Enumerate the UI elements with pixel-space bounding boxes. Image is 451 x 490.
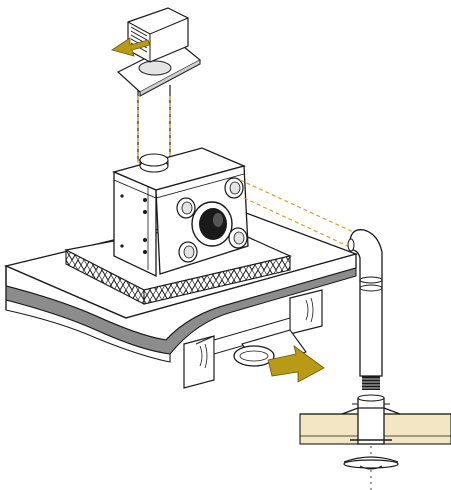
intake-duct [233,329,325,383]
ceiling-board [299,394,451,445]
unit-top-spigot [139,153,169,173]
flex-connector [362,376,380,390]
unit-fixings [120,194,147,254]
port-lower-right [228,227,248,249]
roof-terminal [111,7,202,161]
exhaust-arrow-icon [111,37,151,57]
ceiling-valve-disc [343,446,399,490]
intake-arrow-icon [267,345,325,383]
unit-ports [176,177,248,263]
ventilation-unit [112,147,249,278]
floor-joists [183,289,323,389]
joist-left [183,335,215,389]
port-upper-right [224,177,244,199]
port-upper-left [176,197,196,219]
joist-right [289,289,323,335]
port-main [191,201,233,247]
port-lower-left [178,241,198,263]
duct-link-vertical [137,96,171,168]
valve-body [357,397,385,445]
riser-pipe [347,229,383,390]
duct-link-horizontal [239,179,363,249]
